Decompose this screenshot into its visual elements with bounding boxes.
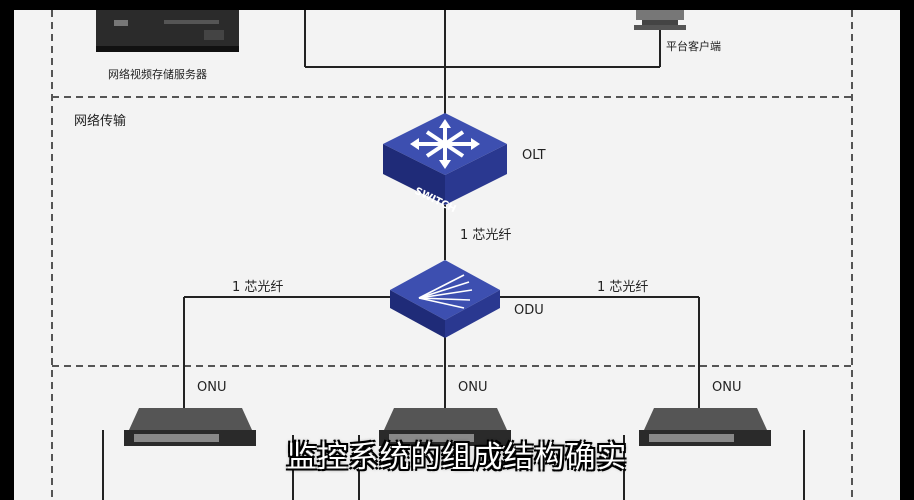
onu-label-right: ONU xyxy=(712,380,742,395)
connection-lines xyxy=(102,10,805,500)
storage-server-icon xyxy=(96,10,239,52)
olt-switch-icon: SWITCH xyxy=(383,113,507,215)
section-network-title: 网络传输 xyxy=(74,114,127,129)
onu-device-left-icon xyxy=(124,408,256,446)
olt-label: OLT xyxy=(522,148,546,163)
video-subtitle: 监控系统的组成结构确实 xyxy=(286,440,628,475)
fiber-left-label: 1 芯光纤 xyxy=(232,280,284,295)
fiber-right-label: 1 芯光纤 xyxy=(597,280,649,295)
onu-label-center: ONU xyxy=(458,380,488,395)
fiber-top-label: 1 芯光纤 xyxy=(460,228,512,243)
onu-device-center-icon xyxy=(379,408,511,446)
diagram-graphics: SWITCH xyxy=(51,10,853,500)
odu-label: ODU xyxy=(514,303,544,318)
client-monitor-icon xyxy=(634,10,686,30)
onu-device-right-icon xyxy=(639,408,771,446)
odu-splitter-icon xyxy=(390,260,500,338)
storage-server-label: 网络视频存储服务器 xyxy=(108,68,207,81)
onu-label-left: ONU xyxy=(197,380,227,395)
network-diagram: SWITCH xyxy=(14,10,900,500)
dashed-boundaries xyxy=(51,10,853,500)
client-label: 平台客户端 xyxy=(666,40,721,53)
